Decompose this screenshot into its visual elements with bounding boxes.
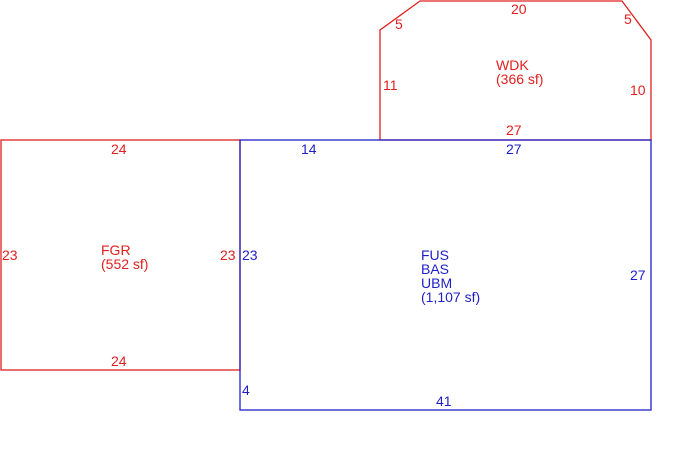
main-code-1: FUS bbox=[421, 247, 449, 263]
main-code-3: UBM bbox=[421, 275, 452, 291]
wdk-dim-top-left-corner: 5 bbox=[395, 16, 403, 32]
wdk-dim-bottom: 27 bbox=[506, 122, 522, 138]
wdk-dim-top: 20 bbox=[511, 1, 527, 17]
main-dim-bottom: 41 bbox=[436, 393, 452, 409]
wdk-area: (366 sf) bbox=[496, 71, 543, 87]
main-dim-top-right: 27 bbox=[506, 141, 522, 157]
main-code-2: BAS bbox=[421, 261, 449, 277]
main-dim-left: 23 bbox=[242, 247, 258, 263]
main-dim-bottom-left: 4 bbox=[242, 382, 250, 398]
fgr-code: FGR bbox=[101, 242, 131, 258]
fgr-area: (552 sf) bbox=[101, 256, 148, 272]
main-dim-top-left: 14 bbox=[301, 141, 317, 157]
main-outline bbox=[239, 139, 652, 411]
wdk-code: WDK bbox=[496, 57, 529, 73]
fgr-dim-bottom: 24 bbox=[111, 353, 127, 369]
fgr-dim-left: 23 bbox=[2, 247, 18, 263]
main-dim-right: 27 bbox=[630, 267, 646, 283]
wdk-dim-left: 11 bbox=[383, 77, 398, 93]
wdk-dim-right: 10 bbox=[630, 82, 646, 98]
fgr-dim-right: 23 bbox=[220, 247, 236, 263]
wdk-dim-top-right-corner: 5 bbox=[624, 11, 632, 27]
fgr-dim-top: 24 bbox=[111, 141, 127, 157]
main-area: (1,107 sf) bbox=[421, 289, 480, 305]
